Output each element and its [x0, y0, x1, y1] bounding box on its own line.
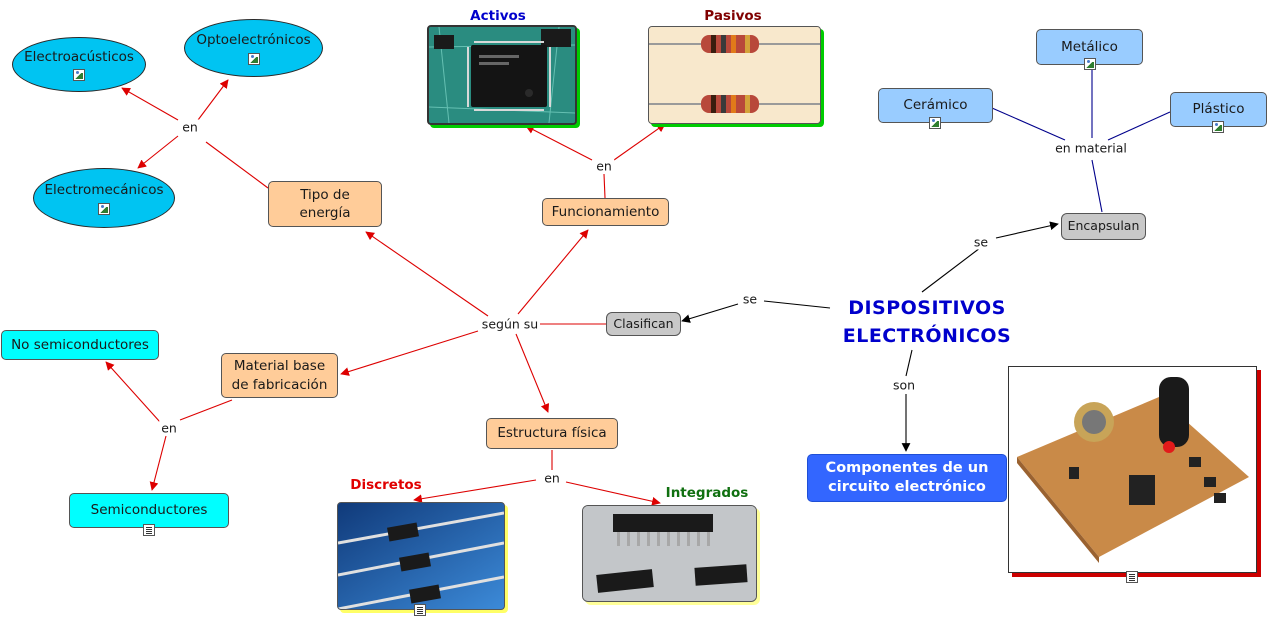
no-semiconductores-node[interactable]: No semiconductores — [1, 330, 159, 360]
image-badge-icon[interactable] — [1212, 121, 1224, 133]
link-encapsulan-material — [1091, 159, 1103, 213]
metalico-node[interactable]: Metálico — [1036, 29, 1143, 65]
document-badge-icon[interactable] — [1126, 571, 1138, 583]
material-base-node[interactable]: Material base de fabricación — [221, 353, 338, 398]
link-main-son — [905, 349, 913, 377]
link-label-en-material: en — [159, 420, 179, 436]
link-label-son: son — [890, 377, 918, 393]
electroacusticos-label: Electroacústicos — [24, 48, 134, 65]
link-material-ceramico — [991, 107, 1066, 141]
link-en-optoelectronicos — [197, 79, 229, 121]
link-se-clasifican — [681, 303, 739, 323]
link-main-se — [763, 300, 831, 309]
pasivos-image[interactable] — [648, 26, 821, 124]
main-concept-line-1: DISPOSITIVOS — [848, 297, 1006, 319]
link-material-plastico — [1107, 111, 1171, 141]
link-label-se: se — [740, 291, 760, 307]
link-label-en-material-encapsulado: en material — [1053, 140, 1129, 156]
image-badge-icon[interactable] — [929, 117, 941, 129]
clasifican-node[interactable]: Clasifican — [606, 312, 681, 336]
componentes-node[interactable]: Componentes de un circuito electrónico — [807, 454, 1007, 502]
link-label-se-encapsulan: se — [971, 234, 991, 250]
pasivos-resistor-illustration — [649, 27, 820, 123]
link-label-en-funcionamiento: en — [594, 158, 614, 174]
semiconductores-node[interactable]: Semiconductores — [69, 493, 229, 528]
link-funcionamiento-en — [603, 173, 606, 199]
plastico-node[interactable]: Plástico — [1170, 92, 1267, 127]
discretos-image[interactable] — [337, 502, 505, 610]
activos-image[interactable] — [427, 25, 577, 125]
link-en-electromecanicos — [137, 135, 179, 169]
activos-title: Activos — [470, 8, 526, 24]
link-en-integrados — [565, 481, 661, 506]
discretos-title: Discretos — [350, 477, 422, 493]
activos-chip-illustration — [429, 27, 575, 123]
image-badge-icon[interactable] — [98, 203, 110, 216]
link-en-pasivos — [613, 123, 666, 161]
integrados-ic-illustration — [583, 506, 756, 601]
link-segun-material — [340, 330, 479, 376]
main-concept-line-2: ELECTRÓNICOS — [842, 325, 1012, 347]
image-badge-icon[interactable] — [247, 52, 260, 65]
link-label-en-estructura: en — [542, 470, 562, 486]
encapsulan-node[interactable]: Encapsulan — [1061, 213, 1146, 240]
link-segun-tipo — [365, 231, 489, 317]
link-material-en — [179, 399, 233, 421]
link-en-nosemi — [105, 361, 161, 423]
document-badge-icon[interactable] — [143, 524, 155, 536]
optoelectronicos-node[interactable]: Optoelectrónicos — [184, 19, 323, 77]
integrados-title: Integrados — [665, 485, 749, 501]
link-en-discretos — [413, 479, 537, 504]
electroacusticos-node[interactable]: Electroacústicos — [12, 37, 146, 92]
tipo-energia-node[interactable]: Tipo de energía — [268, 181, 382, 227]
link-en-activos — [525, 125, 593, 161]
electromecanicos-label: Electromecánicos — [44, 181, 164, 198]
link-segun-funcionamiento — [517, 229, 589, 315]
pasivos-title: Pasivos — [704, 8, 762, 24]
link-en-semi — [149, 435, 167, 491]
integrados-image[interactable] — [582, 505, 757, 602]
electromecanicos-node[interactable]: Electromecánicos — [33, 168, 175, 228]
link-label-segun-su: según su — [479, 316, 541, 332]
main-concept-title[interactable]: DISPOSITIVOS ELECTRÓNICOS — [822, 294, 1032, 350]
discretos-diode-illustration — [338, 503, 504, 609]
link-main-se2 — [921, 247, 981, 293]
link-tipo-en — [205, 141, 269, 189]
link-label-en-energia: en — [180, 119, 200, 135]
link-segun-estructura — [515, 333, 550, 413]
image-badge-icon[interactable] — [73, 69, 85, 82]
funcionamiento-node[interactable]: Funcionamiento — [542, 198, 669, 226]
estructura-fisica-node[interactable]: Estructura física — [486, 418, 618, 449]
link-en-electroacusticos — [121, 87, 179, 121]
circuit-board-image[interactable] — [1008, 366, 1257, 573]
circuit-board-illustration — [1009, 367, 1256, 572]
document-badge-icon[interactable] — [414, 604, 426, 616]
optoelectronicos-label: Optoelectrónicos — [196, 32, 311, 49]
image-badge-icon[interactable] — [1084, 58, 1096, 70]
link-se-encapsulan — [995, 221, 1059, 239]
